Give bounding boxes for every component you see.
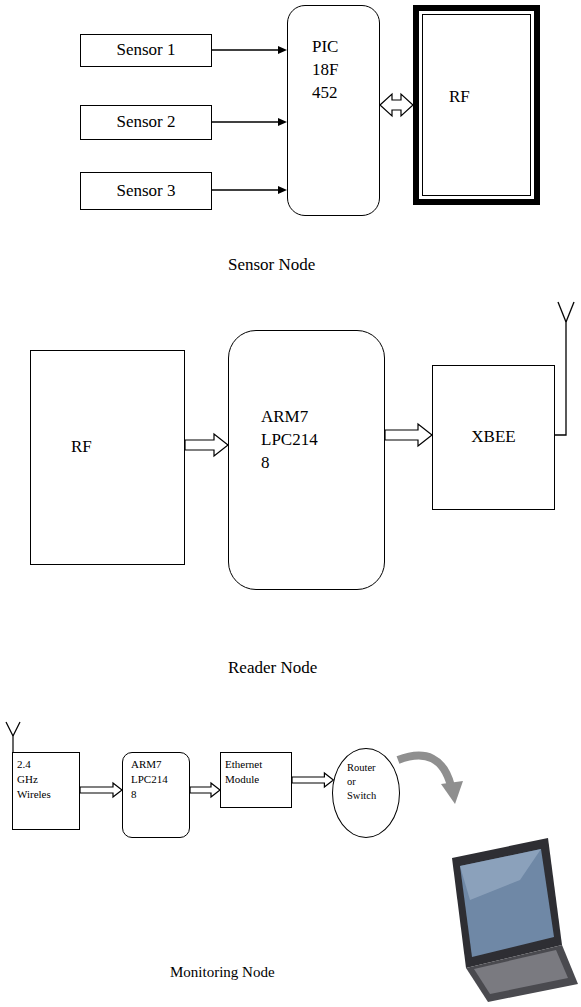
ethernet-box: Ethernet Module xyxy=(220,752,292,808)
block-arrow xyxy=(80,783,122,797)
text-group: Sensor 3 xyxy=(116,180,175,203)
rf-module-box: RF xyxy=(30,350,185,565)
antenna-symbol xyxy=(6,722,20,752)
node-text: Router or Switch xyxy=(347,761,381,804)
microcontroller-box: ARM7 LPC214 8 xyxy=(122,752,190,838)
laptop-illustration xyxy=(452,838,578,1002)
signal-arrow xyxy=(212,118,287,126)
microcontroller-box: PIC 18F 452 xyxy=(287,5,380,216)
node-text: XBEE xyxy=(471,426,515,449)
node-text: Sensor 1 xyxy=(116,39,175,62)
node-text: ARM7 LPC214 8 xyxy=(261,406,323,475)
sensor-box: Sensor 2 xyxy=(80,105,212,140)
text-group: XBEE xyxy=(471,426,515,449)
text-group: Sensor 1 xyxy=(116,39,175,62)
text-group: Sensor 2 xyxy=(116,111,175,134)
node-text: RF xyxy=(449,86,470,109)
node-text: Sensor 3 xyxy=(116,180,175,203)
text-group: Ethernet Module xyxy=(225,757,275,787)
node-text: ARM7 LPC214 8 xyxy=(131,757,171,802)
text-group: ARM7 LPC214 8 xyxy=(131,757,171,802)
block-arrow xyxy=(185,434,228,456)
text-group: PIC 18F 452 xyxy=(312,36,362,105)
node-text: Ethernet Module xyxy=(225,757,275,787)
text-group: RF xyxy=(449,86,470,109)
block-arrow xyxy=(190,783,220,797)
signal-arrow xyxy=(212,46,287,54)
microcontroller-box: ARM7 LPC214 8 xyxy=(228,330,385,590)
router-circle: Router or Switch xyxy=(332,748,400,838)
sensor-box: Sensor 1 xyxy=(80,34,212,67)
text-group: RF xyxy=(71,436,92,459)
caption-label: Sensor Node xyxy=(228,255,315,275)
sensor-box: Sensor 3 xyxy=(80,172,212,210)
node-text: 2.4 GHz Wireles xyxy=(17,757,47,802)
signal-arrow xyxy=(212,186,287,194)
wireless-box: 2.4 GHz Wireles xyxy=(12,752,80,830)
block-arrow xyxy=(385,424,432,446)
rf-module-box: RF xyxy=(413,5,540,205)
node-text: Sensor 2 xyxy=(116,111,175,134)
block-arrow xyxy=(292,773,333,787)
node-text: PIC 18F 452 xyxy=(312,36,362,105)
text-group: ARM7 LPC214 8 xyxy=(261,406,323,475)
xbee-box: XBEE xyxy=(432,365,555,510)
antenna-symbol xyxy=(555,302,574,435)
curved-arrow xyxy=(398,756,463,804)
caption-label: Monitoring Node xyxy=(170,964,275,981)
caption-label: Reader Node xyxy=(228,658,317,678)
text-group: 2.4 GHz Wireles xyxy=(17,757,47,802)
text-group: Router or Switch xyxy=(347,761,381,804)
node-text: RF xyxy=(71,436,92,459)
block-arrow xyxy=(380,94,413,116)
